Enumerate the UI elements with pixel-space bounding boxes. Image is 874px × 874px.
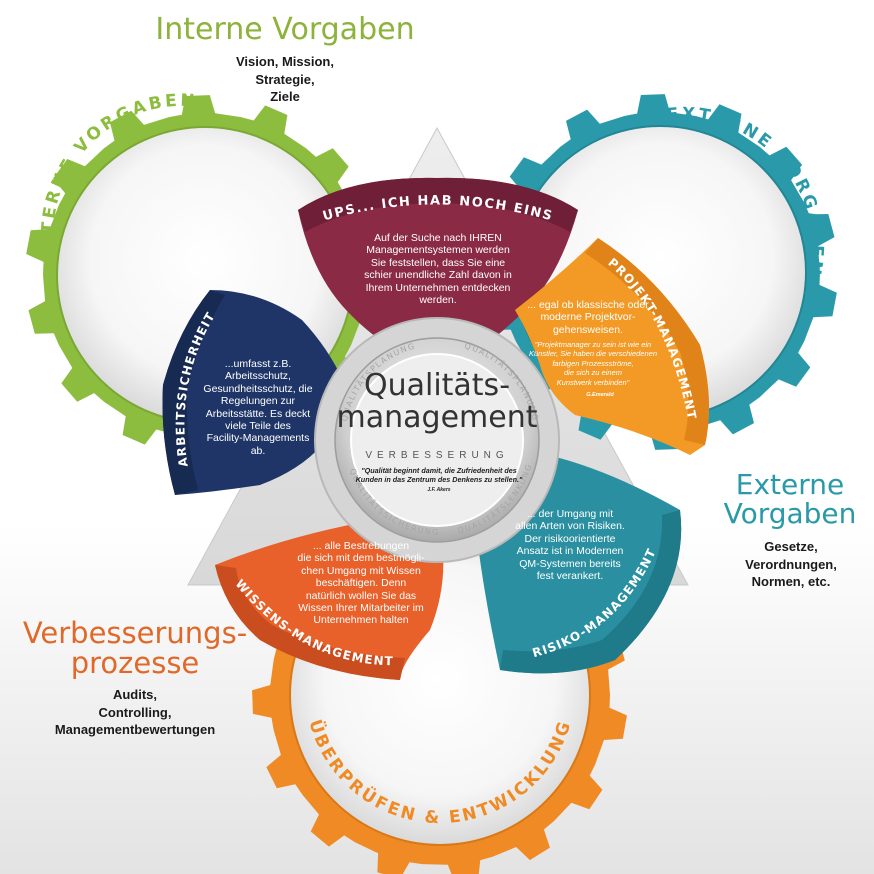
center-quote: "Qualität beginnt damit, die Zufriedenhe… bbox=[355, 466, 523, 493]
corner-internal-details: Vision, Mission, Strategie, Ziele bbox=[205, 53, 365, 106]
corner-improvement-line: Controlling, bbox=[98, 704, 172, 720]
corner-external-line: Normen, etc. bbox=[751, 574, 831, 590]
panel-safety: ARBEITSSICHERHEIT bbox=[162, 290, 345, 495]
corner-external-title-line: Externe bbox=[735, 468, 845, 501]
corner-external-details: Gesetze, Verordnungen, Normen, etc. bbox=[716, 538, 866, 591]
panel-ups-text: Auf der Suche nach IHREN Managementsyste… bbox=[364, 232, 512, 306]
corner-external-line: Gesetze, bbox=[764, 539, 818, 554]
panel-ups: UPS... ICH HAB NOCH EINS bbox=[298, 177, 578, 352]
center-title-line: Qualitäts- bbox=[363, 368, 511, 403]
corner-improvement-line: Managementbewertungen bbox=[54, 722, 216, 738]
corner-improvement-title-line: prozesse bbox=[70, 646, 200, 681]
corner-internal-line: Vision, Mission, bbox=[235, 54, 334, 69]
center-quote-text: "Qualität beginnt damit, die Zufriedenhe… bbox=[355, 466, 523, 484]
corner-improvement-details: Audits, Controlling, Managementbewertung… bbox=[20, 686, 250, 739]
corner-improvement-title: Verbesserungs- prozesse bbox=[6, 618, 264, 679]
center-quote-author: J.F. Akers bbox=[427, 487, 451, 493]
panel-safety-text: ...umfasst z.B. Arbeitsschutz, Gesundhei… bbox=[203, 358, 313, 457]
corner-internal-line: Ziele bbox=[270, 89, 300, 105]
panel-knowledge: WISSENS-MANAGEMENT bbox=[215, 520, 444, 680]
corner-internal-title: Interne Vorgaben bbox=[155, 12, 415, 47]
corner-improvement-line: Audits, bbox=[112, 687, 158, 702]
center-title: Qualitäts- management bbox=[330, 368, 544, 436]
corner-external-line: Verordnungen, bbox=[745, 556, 837, 572]
center-title-line: management bbox=[336, 400, 538, 436]
panel-risk-text: ... der Umgang mit allen Arten von Risik… bbox=[515, 508, 625, 582]
panel-project: PROJEKT-MANAGEMENT bbox=[515, 238, 709, 455]
center-disc: QUALITÄTSPLANUNG QUALITÄTSPLANUNG QUALIT… bbox=[314, 317, 560, 563]
panel-project-quote: "Projektmanager zu sein ist wie ein Küns… bbox=[528, 340, 657, 387]
center-subtitle: VERBESSERUNG bbox=[365, 450, 509, 461]
corner-internal-line: Strategie, bbox=[255, 71, 315, 87]
corner-external-title: Externe Vorgaben bbox=[712, 470, 868, 529]
panel-knowledge-text: ... alle Bestrebungen die sich mit dem b… bbox=[297, 540, 425, 627]
corner-external-title-line: Vorgaben bbox=[723, 497, 857, 531]
corner-improvement-title-line: Verbesserungs- bbox=[22, 616, 248, 650]
panel-project-text: ... egal ob klassische oder moderne Proj… bbox=[527, 299, 649, 336]
panel-project-quote-author: G.Emerald bbox=[586, 392, 614, 398]
